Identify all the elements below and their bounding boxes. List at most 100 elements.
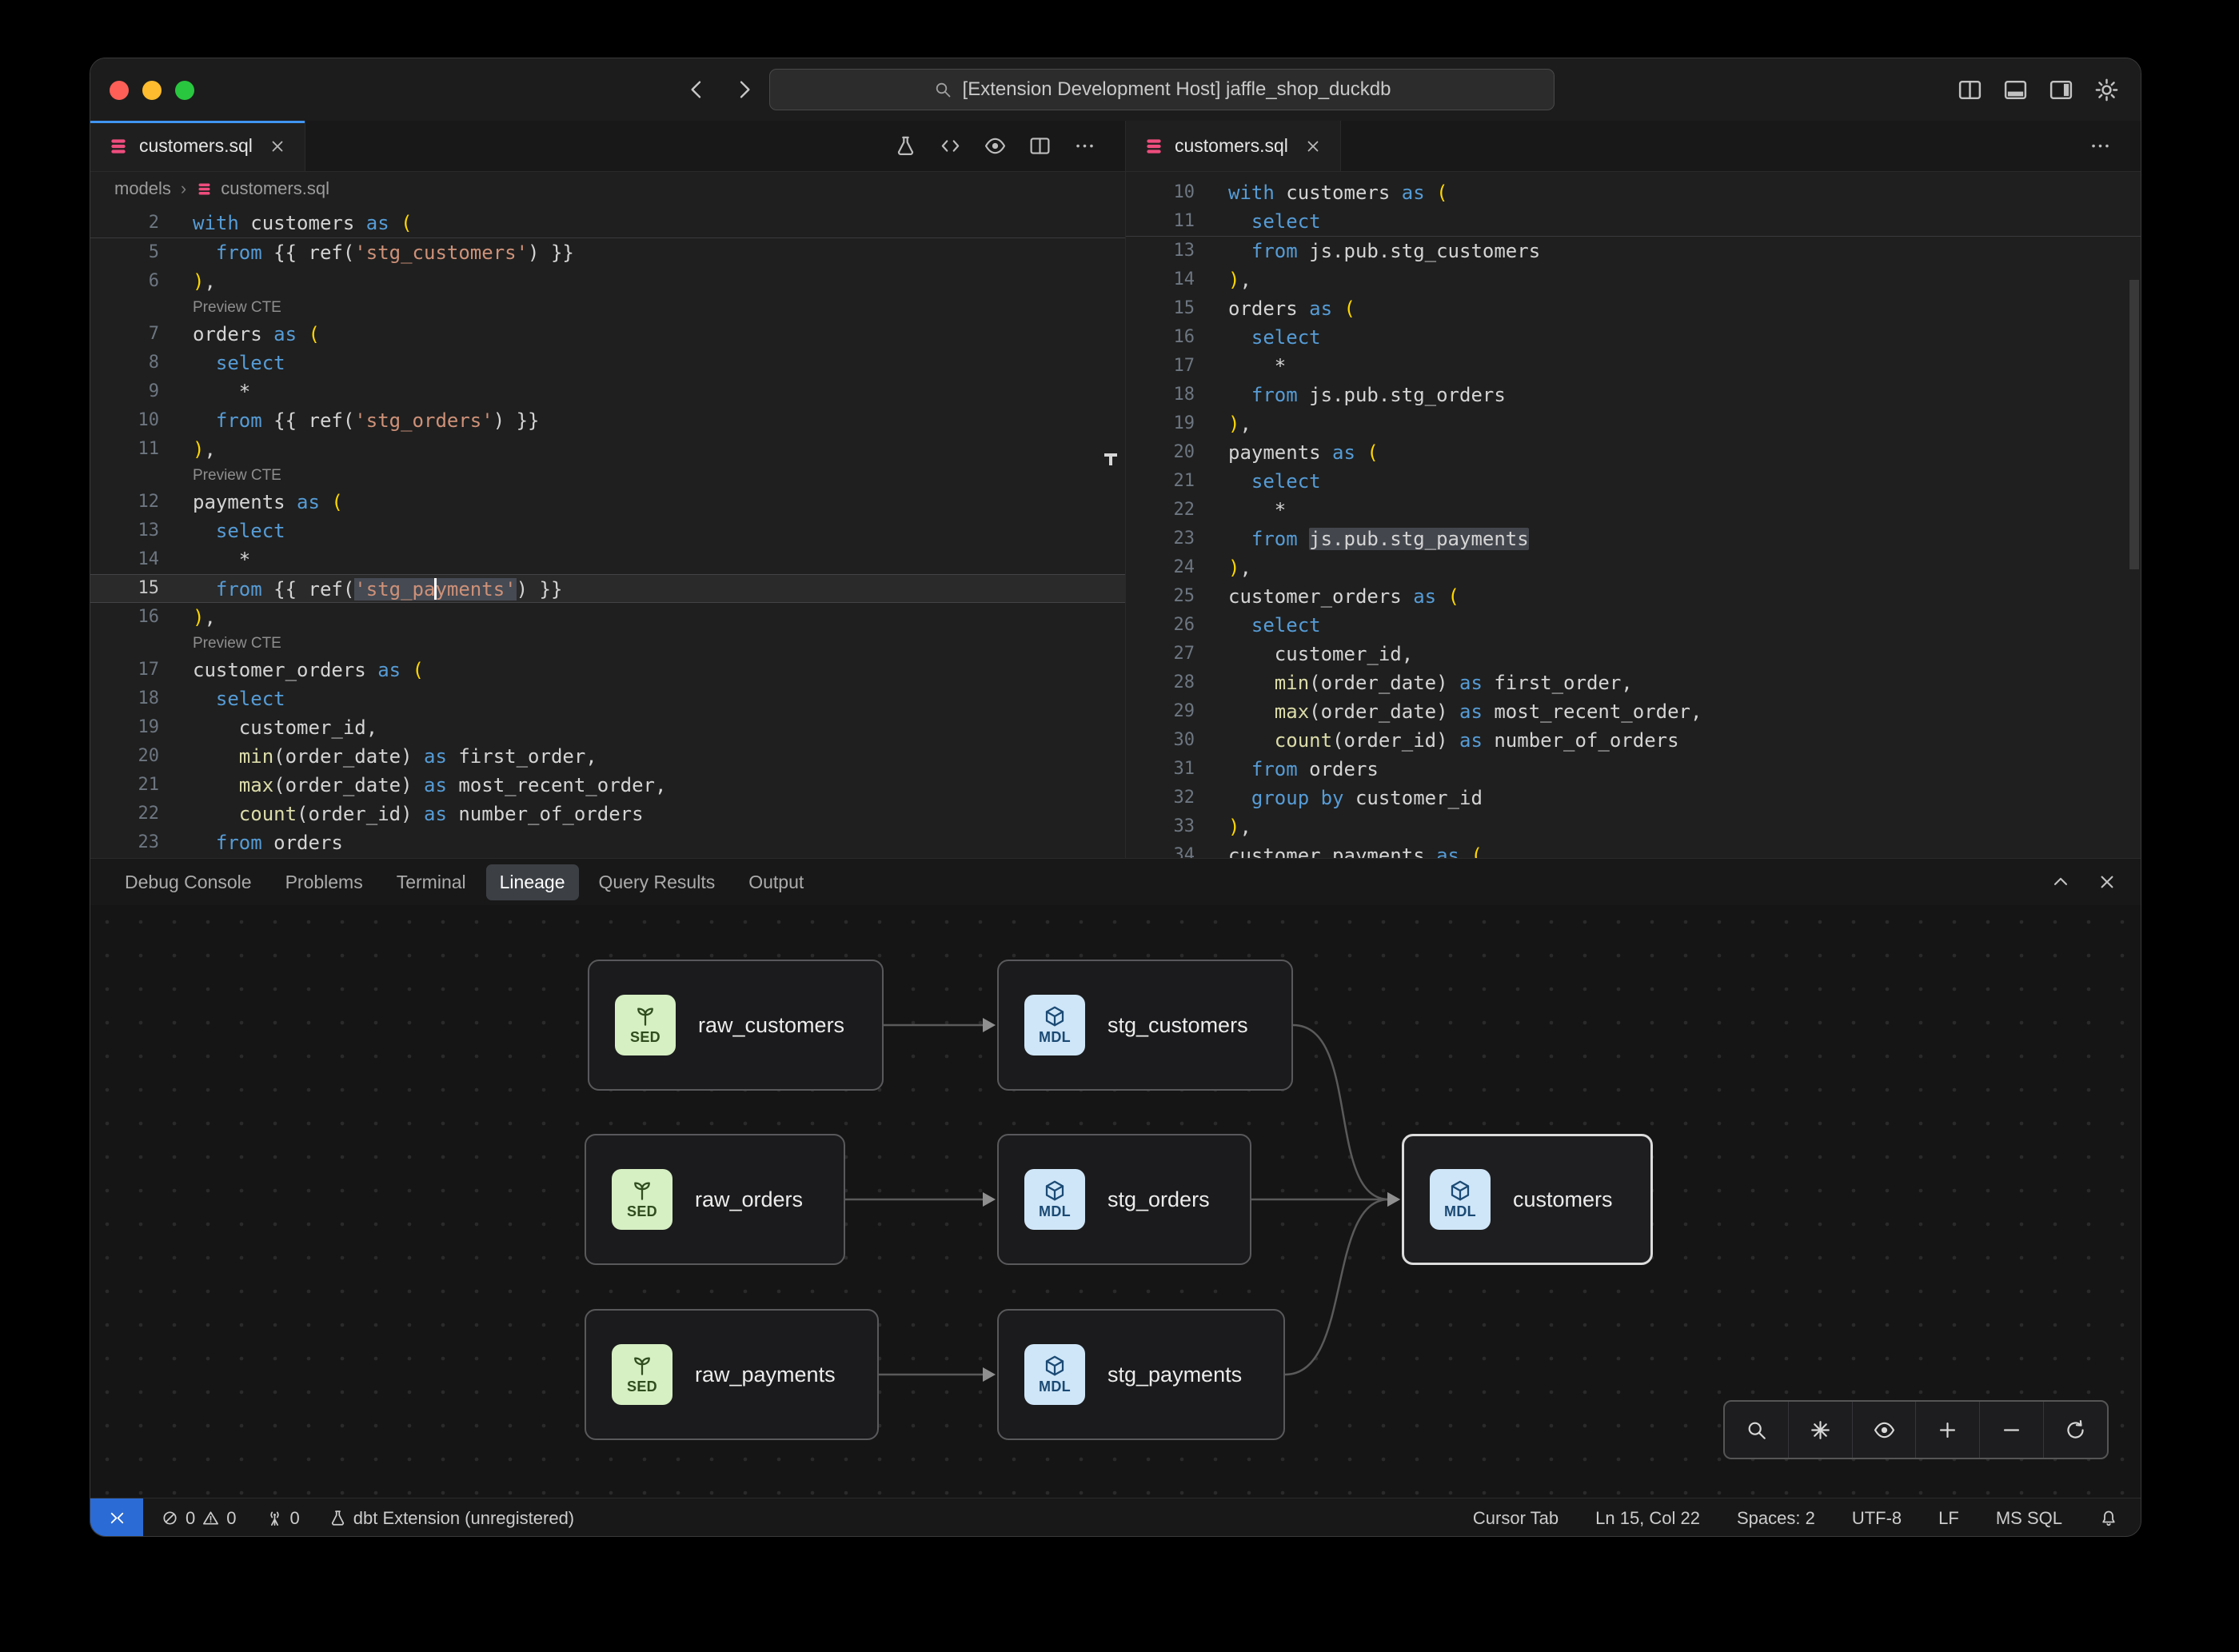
- zoom-in-button[interactable]: [1915, 1402, 1979, 1458]
- code-line-18[interactable]: 18 select: [90, 684, 1125, 713]
- close-panel-icon[interactable]: [2096, 871, 2118, 893]
- code-line-2[interactable]: 2with customers as (: [90, 209, 1125, 237]
- encoding-status[interactable]: UTF-8: [1852, 1508, 1902, 1529]
- codelens-preview-cte[interactable]: Preview CTE: [90, 632, 1125, 656]
- code-line-12[interactable]: 12payments as (: [90, 488, 1125, 517]
- code-line-14[interactable]: 14),: [1126, 265, 2141, 294]
- more-icon[interactable]: [1073, 134, 1096, 158]
- code-line-17[interactable]: 17customer_orders as (: [90, 656, 1125, 684]
- eol-status[interactable]: LF: [1938, 1508, 1959, 1529]
- code-line-32[interactable]: 32 group by customer_id: [1126, 784, 2141, 812]
- code-line-19[interactable]: 19),: [1126, 409, 2141, 438]
- notifications-bell-icon[interactable]: [2099, 1509, 2118, 1528]
- code-line-17[interactable]: 17 *: [1126, 352, 2141, 381]
- code-line-24[interactable]: 24),: [1126, 553, 2141, 582]
- tab-customers-sql-compiled[interactable]: customers.sql: [1126, 121, 1341, 171]
- lineage-node-stg_customers[interactable]: MDLstg_customers: [997, 960, 1293, 1091]
- indentation-status[interactable]: Spaces: 2: [1737, 1508, 1815, 1529]
- code-line-28[interactable]: 28 min(order_date) as first_order,: [1126, 668, 2141, 697]
- code-line-22[interactable]: 22 *: [1126, 496, 2141, 525]
- lineage-node-stg_orders[interactable]: MDLstg_orders: [997, 1134, 1251, 1265]
- code-line-21[interactable]: 21 max(order_date) as most_recent_order,: [90, 771, 1125, 800]
- close-tab-icon[interactable]: [268, 137, 287, 156]
- code-icon[interactable]: [939, 134, 962, 158]
- layout-columns-icon[interactable]: [1957, 77, 1983, 103]
- panel-tab-terminal[interactable]: Terminal: [383, 864, 480, 900]
- panel-tab-debug-console[interactable]: Debug Console: [111, 864, 265, 900]
- eye-button[interactable]: [1852, 1402, 1916, 1458]
- more-actions-icon[interactable]: [2089, 134, 2112, 158]
- code-line-18[interactable]: 18 from js.pub.stg_orders: [1126, 381, 2141, 409]
- cursor-tab-status[interactable]: Cursor Tab: [1473, 1508, 1559, 1529]
- code-line-5[interactable]: 5 from {{ ref('stg_customers') }}: [90, 238, 1125, 267]
- problems-status[interactable]: 0 0: [161, 1508, 237, 1529]
- code-line-22[interactable]: 22 count(order_id) as number_of_orders: [90, 800, 1125, 828]
- layout-sidebar-right-icon[interactable]: [2048, 77, 2074, 103]
- code-line-20[interactable]: 20payments as (: [1126, 438, 2141, 467]
- forward-icon[interactable]: [732, 77, 757, 102]
- code-line-20[interactable]: 20 min(order_date) as first_order,: [90, 742, 1125, 771]
- code-line-27[interactable]: 27 customer_id,: [1126, 640, 2141, 668]
- code-line-29[interactable]: 29 max(order_date) as most_recent_order,: [1126, 697, 2141, 726]
- language-mode-status[interactable]: MS SQL: [1996, 1508, 2062, 1529]
- codelens-label[interactable]: Preview CTE: [193, 632, 281, 656]
- code-line-25[interactable]: 25customer_orders as (: [1126, 582, 2141, 611]
- close-window-button[interactable]: [110, 81, 129, 100]
- close-tab-icon[interactable]: [1303, 137, 1323, 156]
- dbt-extension-status[interactable]: dbt Extension (unregistered): [329, 1508, 574, 1529]
- code-line-10[interactable]: 10with customers as (: [1126, 178, 2141, 207]
- code-line-11[interactable]: 11),: [90, 435, 1125, 464]
- code-line-6[interactable]: 6),: [90, 267, 1125, 296]
- panel-tab-lineage[interactable]: Lineage: [486, 864, 579, 900]
- back-icon[interactable]: [684, 77, 709, 102]
- breadcrumb-folder[interactable]: models: [114, 178, 171, 199]
- tab-customers-sql[interactable]: customers.sql: [90, 121, 305, 171]
- panel-tab-query-results[interactable]: Query Results: [585, 864, 729, 900]
- code-line-15[interactable]: 15 from {{ ref('stg_payments') }}: [90, 574, 1125, 603]
- panel-tab-problems[interactable]: Problems: [272, 864, 377, 900]
- code-line-14[interactable]: 14 *: [90, 545, 1125, 574]
- breadcrumb-file[interactable]: customers.sql: [221, 178, 329, 199]
- code-line-19[interactable]: 19 customer_id,: [90, 713, 1125, 742]
- code-line-16[interactable]: 16),: [90, 603, 1125, 632]
- layout-panel-icon[interactable]: [2002, 77, 2029, 103]
- code-line-33[interactable]: 33),: [1126, 812, 2141, 841]
- maximize-window-button[interactable]: [175, 81, 194, 100]
- minimize-window-button[interactable]: [142, 81, 162, 100]
- codelens-label[interactable]: Preview CTE: [193, 464, 281, 488]
- code-line-23[interactable]: 23 from js.pub.stg_payments: [1126, 525, 2141, 553]
- code-line-16[interactable]: 16 select: [1126, 323, 2141, 352]
- remote-indicator[interactable]: [90, 1498, 143, 1537]
- lineage-node-raw_orders[interactable]: SEDraw_orders: [585, 1134, 845, 1265]
- code-line-13[interactable]: 13 select: [90, 517, 1125, 545]
- code-line-13[interactable]: 13 from js.pub.stg_customers: [1126, 237, 2141, 265]
- ports-status[interactable]: 0: [265, 1508, 300, 1529]
- lineage-node-raw_customers[interactable]: SEDraw_customers: [588, 960, 884, 1091]
- lineage-node-stg_payments[interactable]: MDLstg_payments: [997, 1309, 1285, 1440]
- code-line-15[interactable]: 15orders as (: [1126, 294, 2141, 323]
- split-editor-icon[interactable]: [1028, 134, 1052, 158]
- lineage-node-customers[interactable]: MDLcustomers: [1402, 1134, 1653, 1265]
- zoom-out-button[interactable]: [1979, 1402, 2043, 1458]
- refresh-button[interactable]: [2043, 1402, 2107, 1458]
- breadcrumb[interactable]: models › customers.sql: [90, 172, 1125, 206]
- code-line-10[interactable]: 10 from {{ ref('stg_orders') }}: [90, 406, 1125, 435]
- code-line-26[interactable]: 26 select: [1126, 611, 2141, 640]
- code-line-23[interactable]: 23 from orders: [90, 828, 1125, 857]
- cursor-position-status[interactable]: Ln 15, Col 22: [1595, 1508, 1700, 1529]
- code-line-9[interactable]: 9 *: [90, 377, 1125, 406]
- codelens-preview-cte[interactable]: Preview CTE: [90, 464, 1125, 488]
- lineage-node-raw_payments[interactable]: SEDraw_payments: [585, 1309, 879, 1440]
- maximize-panel-icon[interactable]: [2049, 871, 2072, 893]
- code-line-7[interactable]: 7orders as (: [90, 320, 1125, 349]
- fit-view-button[interactable]: [1788, 1402, 1852, 1458]
- code-line-11[interactable]: 11 select: [1126, 207, 2141, 236]
- code-line-31[interactable]: 31 from orders: [1126, 755, 2141, 784]
- search-button[interactable]: [1725, 1402, 1788, 1458]
- code-line-8[interactable]: 8 select: [90, 349, 1125, 377]
- command-center[interactable]: [Extension Development Host] jaffle_shop…: [769, 69, 1555, 110]
- panel-tab-output[interactable]: Output: [735, 864, 817, 900]
- settings-gear-icon[interactable]: [2093, 77, 2120, 103]
- code-line-30[interactable]: 30 count(order_id) as number_of_orders: [1126, 726, 2141, 755]
- code-line-34[interactable]: 34customer_payments as (: [1126, 841, 2141, 858]
